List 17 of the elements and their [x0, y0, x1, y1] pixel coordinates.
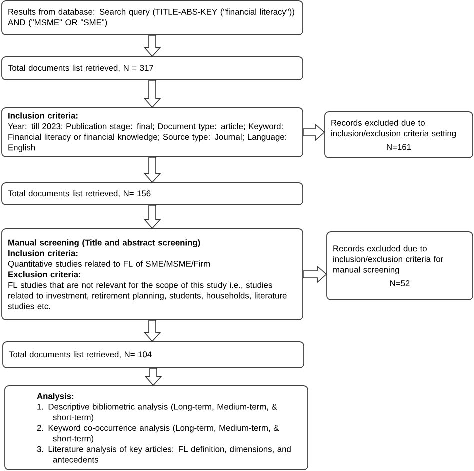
exclusion-box: Records excluded due to inclusion/exclusion criteria setting N=161: [324, 112, 474, 158]
block-arrow: [144, 368, 162, 386]
process-box: Analysis: 1. Descriptive bibliometric analysis (Long-term, Medium-term, & short-term) 2. Keyword co-occurrence analysis (Long-term, Medium-term, & short-term) 3. Literature analysis of key articles: FL definition, dimensions, and antecedents: [4, 386, 308, 470]
block-arrow: [303, 124, 326, 142]
block-arrow: [144, 35, 162, 58]
process-box: Total documents list retrieved, N= 156: [2, 182, 304, 206]
process-box: Manual screening (Title and abstract screening) Inclusion criteria: Quantitative studies related to FL of SME/MSME/Firm Exclusion criteria: FL studies that are not relevant for the scope of this study i.e., studies related to investment, retirement planning, students, households, literature studies etc.: [2, 228, 304, 320]
block-arrow: [144, 205, 162, 230]
block-arrow: [144, 80, 162, 108]
process-box: Total documents list retrieved, N= 104: [2, 342, 304, 368]
process-box: Inclusion criteria: Year: till 2023; Publication stage: final; Document type: article; Keyword: Financial literacy or financial knowledge; Source type: Journal; Language: English: [2, 108, 304, 158]
process-box: Total documents list retrieved, N = 317: [2, 56, 304, 80]
block-arrow: [144, 157, 162, 184]
process-box: Results from database: Search query (TITLE-ABS-KEY ("financial literacy")) AND ("MSME" OR "SME"): [2, 0, 304, 36]
exclusion-box: Records excluded due to inclusion/exclusion criteria for manual screening N=52: [326, 232, 474, 300]
block-arrow: [303, 266, 328, 284]
block-arrow: [144, 320, 162, 342]
